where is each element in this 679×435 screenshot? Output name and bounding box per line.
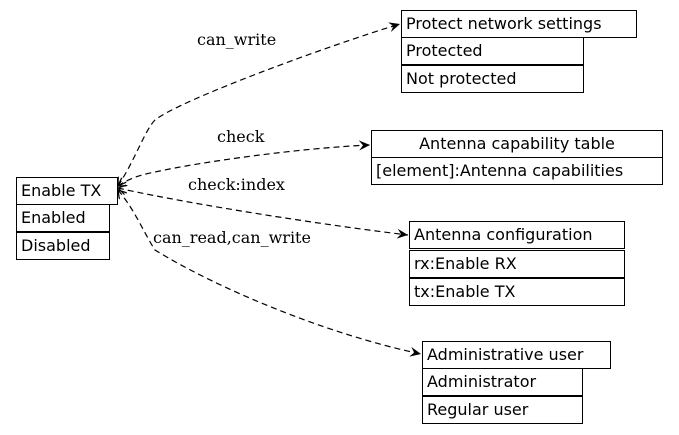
node-antenna-configuration-row[interactable]: rx:Enable RX xyxy=(409,250,625,278)
node-protect-network-settings-row[interactable]: Protected xyxy=(401,37,584,65)
node-antenna-capability-table-title[interactable]: Antenna capability table xyxy=(371,130,663,158)
node-protect-network-settings-row[interactable]: Not protected xyxy=(401,65,584,93)
edge-label-check: check xyxy=(217,127,265,146)
node-administrative-user-title[interactable]: Administrative user xyxy=(422,341,611,369)
node-antenna-configuration-title[interactable]: Antenna configuration xyxy=(409,221,625,249)
node-administrative-user-row[interactable]: Regular user xyxy=(422,396,583,424)
node-enable-tx-row[interactable]: Enabled xyxy=(16,204,110,232)
node-enable-tx-row[interactable]: Disabled xyxy=(16,232,110,260)
edge-can-read-can-write xyxy=(118,190,422,354)
node-enable-tx-title[interactable]: Enable TX xyxy=(16,177,118,205)
node-antenna-capability-table-row[interactable]: [element]:Antenna capabilities xyxy=(371,157,663,185)
node-administrative-user-row[interactable]: Administrator xyxy=(422,368,583,396)
edge-label-can-read-can-write: can_read,can_write xyxy=(153,228,311,247)
edge-can-write xyxy=(118,24,401,186)
node-antenna-configuration-row[interactable]: tx:Enable TX xyxy=(409,278,625,306)
edge-check xyxy=(118,145,371,186)
node-protect-network-settings-title[interactable]: Protect network settings xyxy=(401,10,637,38)
edge-label-can-write: can_write xyxy=(197,30,277,49)
edge-label-check-index: check:index xyxy=(188,175,285,194)
